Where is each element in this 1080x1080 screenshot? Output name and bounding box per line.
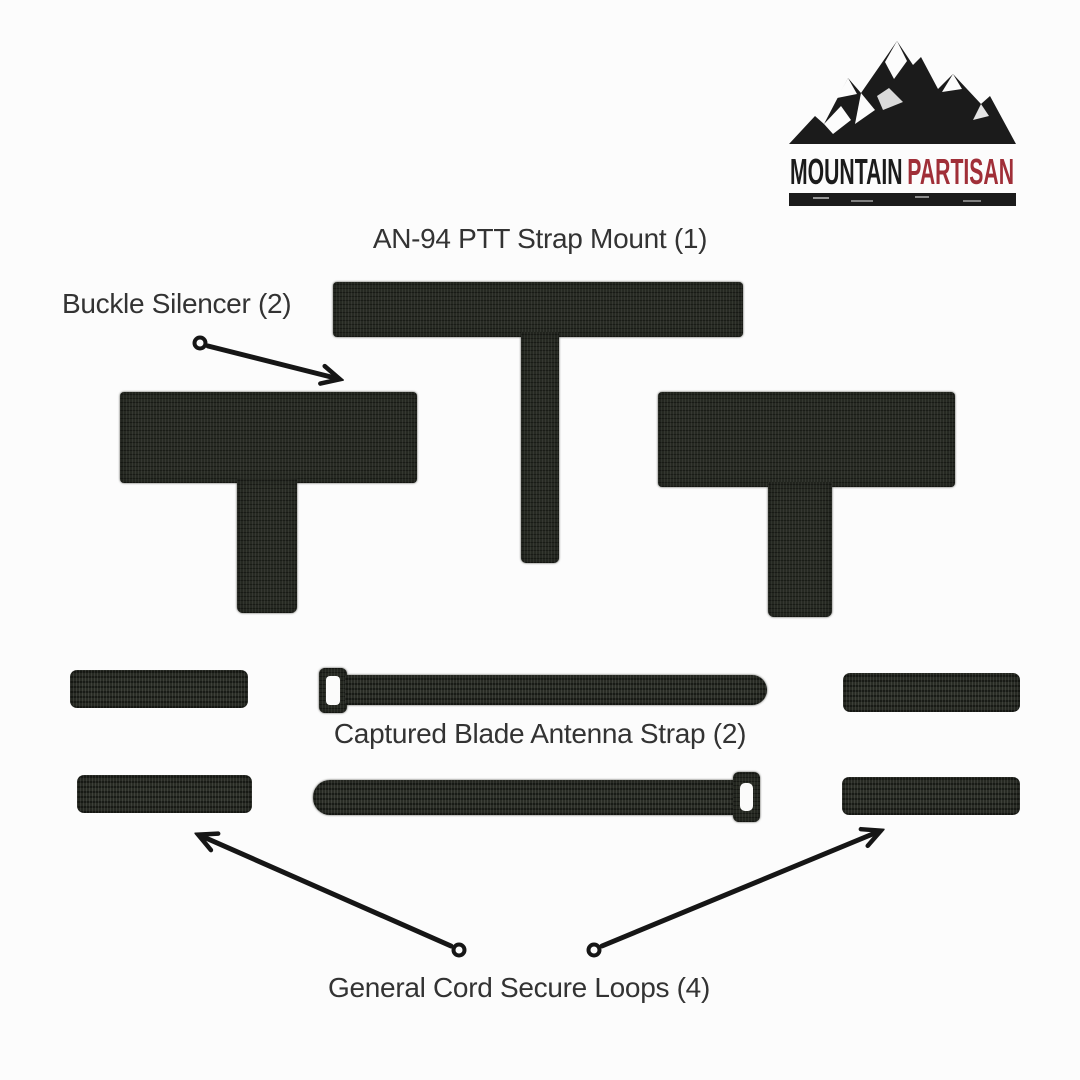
cord-loop-piece-bottom-left [77, 775, 252, 813]
cord-loop-piece-top-right [843, 673, 1020, 712]
logo-brand-second: PARTISAN [907, 151, 1014, 192]
antenna-strap-buckle [319, 668, 347, 713]
antenna-strap-body [345, 675, 767, 705]
cord-loop-piece-bottom-right [842, 777, 1020, 815]
antenna-strap-piece-2 [313, 772, 760, 822]
antenna-strap-buckle-slot [740, 783, 753, 811]
buckle-silencer-crossbar [120, 392, 417, 483]
logo-wordmark: MOUNTAINPARTISAN [790, 151, 1014, 192]
buckle-silencer-stem [237, 478, 297, 613]
label-ptt-strap-mount: AN-94 PTT Strap Mount (1) [372, 223, 708, 254]
antenna-strap-piece-1 [319, 668, 767, 713]
antenna-strap-buckle [733, 772, 760, 822]
label-cord-secure-loops: General Cord Secure Loops (4) [328, 972, 710, 1003]
arrow-buckle-silencer [192, 335, 340, 380]
buckle-silencer-crossbar [658, 392, 955, 487]
buckle-silencer-stem [768, 482, 832, 617]
label-buckle-silencer: Buckle Silencer (2) [62, 288, 292, 319]
logo-underline-bar [789, 193, 1016, 206]
arrow-cord-loops-left [199, 835, 467, 958]
antenna-strap-buckle-slot [326, 676, 340, 705]
arrow-cord-loops-right [586, 831, 881, 958]
buckle-silencer-piece-left [120, 392, 417, 613]
ptt-strap-mount-piece [333, 282, 743, 563]
buckle-silencer-piece-right [658, 392, 955, 617]
arrow-origin-ring [451, 942, 467, 958]
cord-loop-piece-top-left [70, 670, 248, 708]
arrow-origin-ring [192, 335, 208, 351]
mountain-partisan-logo: MOUNTAINPARTISAN [789, 41, 1016, 206]
label-antenna-strap: Captured Blade Antenna Strap (2) [333, 718, 747, 749]
arrow-origin-ring [586, 942, 602, 958]
mountain-icon [789, 41, 1016, 144]
antenna-strap-body [313, 780, 737, 815]
ptt-mount-stem [521, 332, 559, 563]
logo-brand-first: MOUNTAIN [790, 151, 903, 192]
ptt-mount-crossbar [333, 282, 743, 337]
